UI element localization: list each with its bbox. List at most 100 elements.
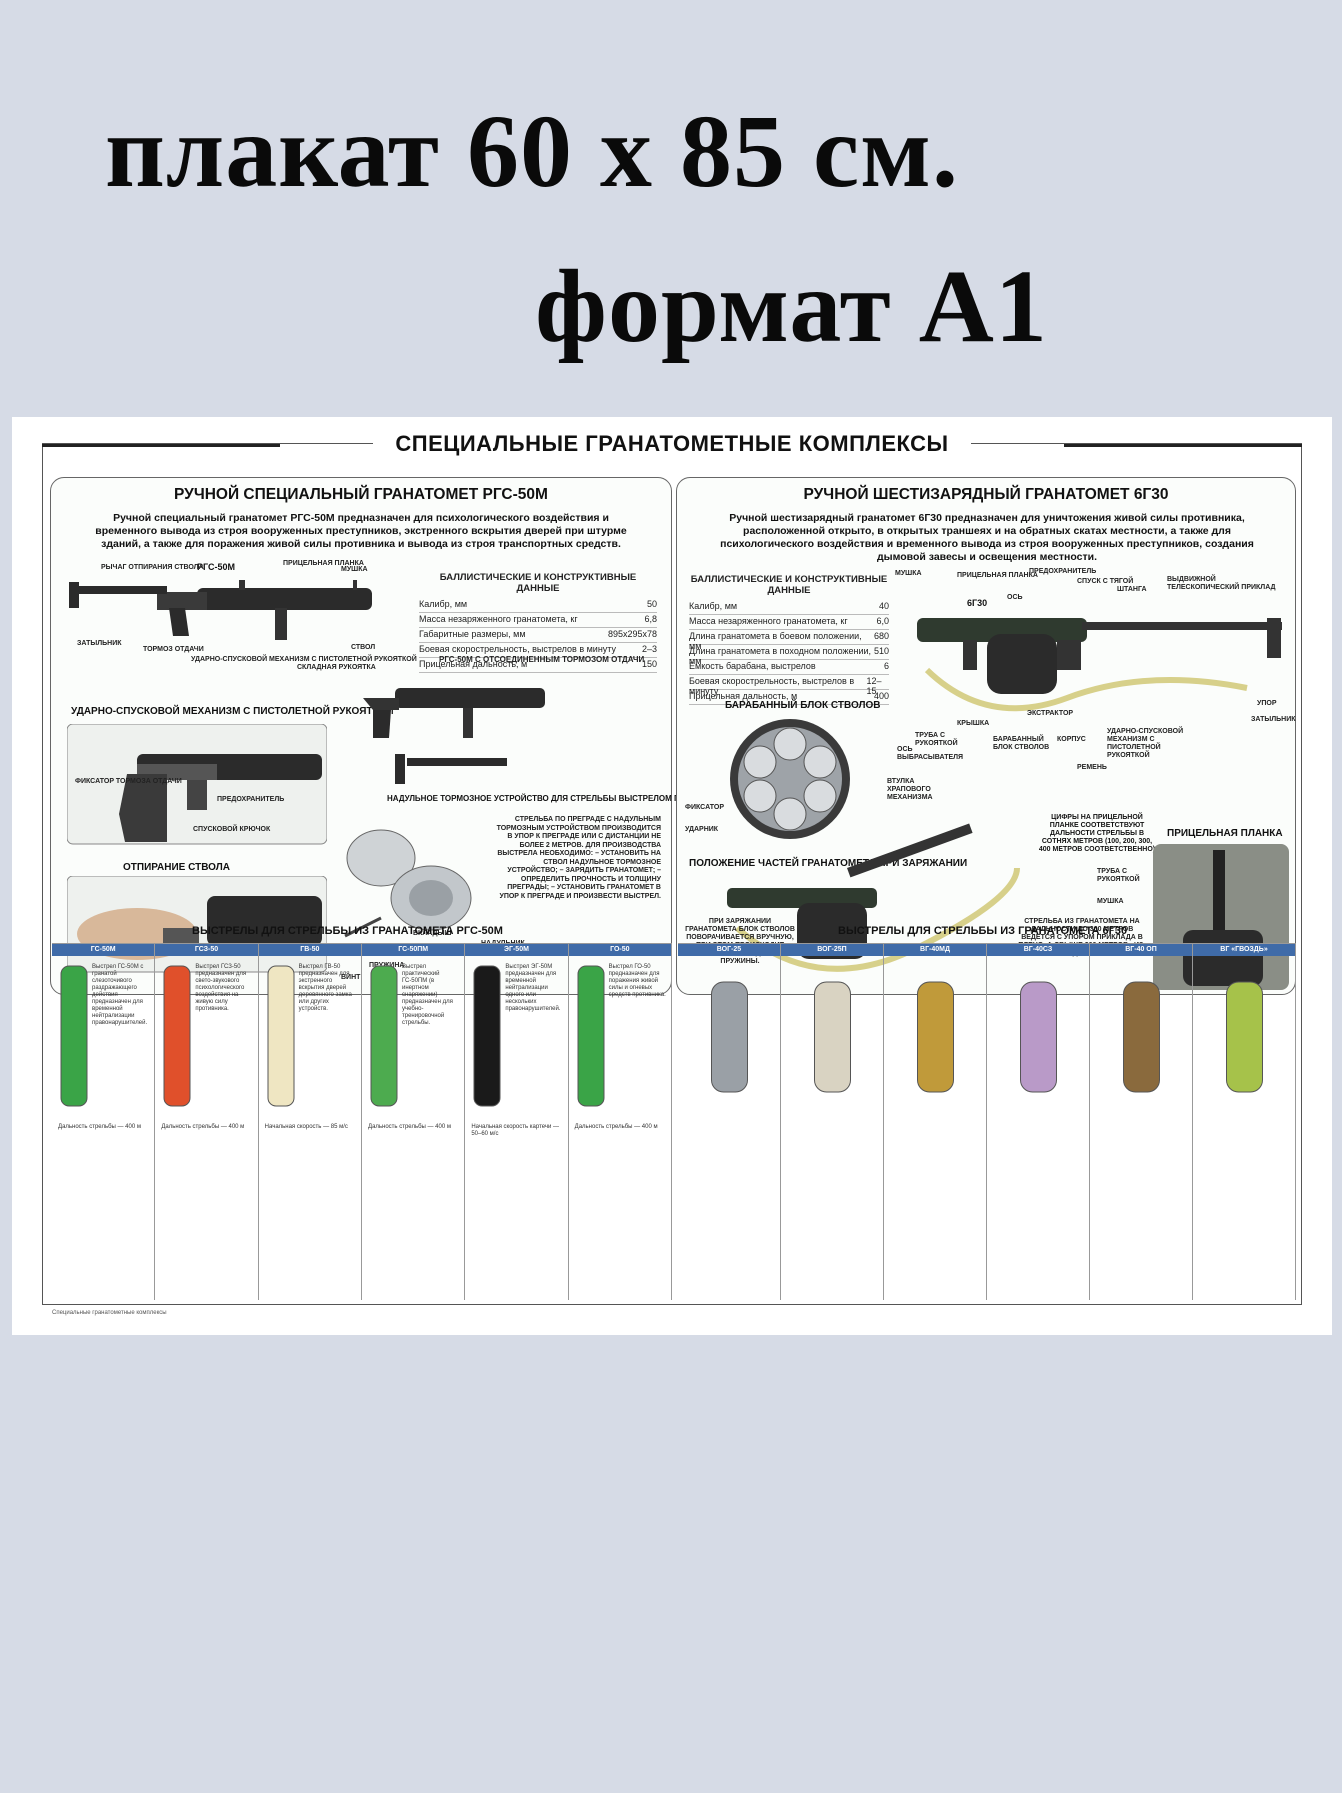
shot-name: ГВ-50	[258, 944, 361, 956]
shot-illustration	[577, 965, 605, 1107]
shot-shell	[1020, 981, 1057, 1093]
label-muzzle-6g30: МУШКА	[895, 570, 922, 577]
label-brake: ТОРМОЗ ОТДАЧИ	[143, 646, 204, 653]
shot-illustration	[711, 981, 748, 1093]
sub-sight-bar: ПРИЦЕЛЬНАЯ ПЛАНКА	[1167, 828, 1283, 839]
spec-row: Длина гранатомета в походном положении, …	[689, 645, 889, 666]
spec-key: Масса незаряженного гранатомета, кг	[689, 616, 848, 626]
shot-description: Выстрел ЭГ-50М предназначен для временно…	[505, 964, 561, 1012]
spec-value: 50	[646, 599, 657, 609]
label-stock: ВЫДВИЖНОЙ ТЕЛЕСКОПИЧЕСКИЙ ПРИКЛАД	[1167, 576, 1276, 591]
spec-value: 40	[878, 601, 889, 611]
shot-card: ВГ-40СЗ	[987, 944, 1090, 1300]
shot-shell	[1226, 981, 1263, 1093]
panel-title-6g30: РУЧНОЙ ШЕСТИЗАРЯДНЫЙ ГРАНАТОМЕТ 6Г30	[803, 486, 1169, 503]
shot-description: Выстрел ГСЗ-50 предназначен для свето-зв…	[195, 964, 247, 1012]
6g30-gun-illustration: 6Г30	[917, 598, 1282, 712]
shot-shell	[577, 965, 605, 1107]
shot-shell	[60, 965, 88, 1107]
spec-key: Емкость барабана, выстрелов	[689, 661, 816, 671]
label-muzzle: МУШКА	[341, 566, 368, 573]
panel-rgs50m: РУЧНОЙ СПЕЦИАЛЬНЫЙ ГРАНАТОМЕТ РГС-50М Ру…	[50, 477, 696, 995]
label-cover: КРЫШКА	[957, 720, 990, 727]
spec-row: Длина гранатомета в боевом положении, мм…	[689, 630, 889, 651]
spec-row: Калибр, мм 40	[689, 600, 889, 615]
shot-name: ГО-50	[568, 944, 671, 956]
spec-row: Калибр, мм 50	[419, 598, 657, 613]
shot-shell	[267, 965, 295, 1107]
drum-illustration	[730, 719, 850, 839]
shot-description: Выстрел ГВ-50 предназначен для экстренно…	[298, 964, 352, 1012]
spec-value: 6,0	[876, 616, 889, 626]
rgs50m-gun-illustration: РГС-50М	[69, 562, 372, 640]
spec-key: Прицельная дальность, м	[689, 691, 798, 701]
shot-name: ВОГ-25	[678, 944, 780, 956]
label-detached: РГС-50М С ОТСОЕДИНЕННЫМ ТОРМОЗОМ ОТДАЧИ	[439, 655, 645, 664]
label-butt-6g30: ЗАТЫЛЬНИК	[1251, 716, 1296, 723]
spec-value: 510	[873, 646, 889, 656]
shot-name: ВГ-40СЗ	[987, 944, 1089, 956]
shot-description: Выстрел ГО-50 предназначен для поражения…	[608, 964, 666, 998]
shot-illustration	[163, 965, 191, 1107]
heading-format: формат А1	[535, 249, 1048, 364]
shot-stats: Дальность стрельбы — 400 м	[574, 1124, 658, 1130]
sight-note: ЦИФРЫ НА ПРИЦЕЛЬНОЙ ПЛАНКЕ СООТВЕТСТВУЮТ…	[1038, 814, 1156, 853]
spec-value: 680	[873, 631, 889, 641]
intro-6g30: Ручной шестизарядный гранатомет 6Г30 пре…	[720, 512, 1254, 563]
label-rod: ШТАНГА	[1117, 586, 1147, 593]
spec-value: 6	[883, 661, 889, 671]
spec-key: Калибр, мм	[689, 601, 738, 611]
spec-value: 12–15	[866, 676, 882, 696]
specs-table-6g30: БАЛЛИСТИЧЕСКИЕ И КОНСТРУКТИВНЫЕ ДАННЫЕ К…	[689, 574, 889, 705]
spec-value: 6,8	[644, 614, 657, 624]
label-extractor: ЭКСТРАКТОР	[1027, 710, 1074, 717]
spec-row: Масса незаряженного гранатомета, кг 6,0	[689, 615, 889, 630]
label-hook: СПУСКОВОЙ КРЮЧОК	[193, 826, 271, 833]
label-tube-sight: ТРУБА С РУКОЯТКОЙ	[1097, 868, 1140, 883]
sub-drum: БАРАБАННЫЙ БЛОК СТВОЛОВ	[725, 700, 881, 711]
muzzle-instructions: СТРЕЛЬБА ПО ПРЕГРАДЕ С НАДУЛЬНЫМ ТОРМОЗН…	[496, 816, 661, 900]
poster: СПЕЦИАЛЬНЫЕ ГРАНАТОМЕТНЫЕ КОМПЛЕКСЫ РУЧН…	[12, 417, 1332, 1335]
shot-shell	[814, 981, 851, 1093]
shot-stats: Начальная скорость картечи — 50–60 м/с	[471, 1124, 560, 1137]
shot-name: ГС-50ПМ	[362, 944, 465, 956]
trigger-mechanism-illustration	[67, 724, 327, 845]
heading-size: плакат 60 х 85 см.	[105, 94, 960, 209]
poster-title: СПЕЦИАЛЬНЫЕ ГРАНАТОМЕТНЫЕ КОМПЛЕКСЫ	[12, 431, 1332, 457]
label-drum: БАРАБАННЫЙ БЛОК СТВОЛОВ	[993, 736, 1050, 751]
specs-title-rgs50m: БАЛЛИСТИЧЕСКИЕ И КОНСТРУКТИВНЫЕ ДАННЫЕ	[439, 572, 637, 594]
shot-description: Выстрел практический ГС-50ПМ (в инертном…	[402, 964, 453, 1026]
shot-name: ГСЗ-50	[155, 944, 258, 956]
shot-name: ВГ «ГВОЗДЬ»	[1193, 944, 1295, 956]
shot-description: Выстрел ГС-50М с гранатой слезоточивого …	[92, 964, 148, 1026]
label-axis: ОСЬ	[1007, 594, 1023, 601]
shot-illustration	[370, 965, 398, 1107]
shot-shell	[711, 981, 748, 1093]
shot-illustration	[917, 981, 954, 1093]
spec-value: 2–3	[641, 644, 657, 654]
label-safety-left: ПРЕДОХРАНИТЕЛЬ	[217, 796, 285, 803]
intro-rgs50m: Ручной специальный гранатомет РГС-50М пр…	[95, 512, 627, 550]
gun-name-6g30: 6Г30	[967, 598, 987, 608]
spec-value: 150	[641, 659, 657, 669]
sub-loading: ПОЛОЖЕНИЕ ЧАСТЕЙ ГРАНАТОМЕТА ПРИ ЗАРЯЖАН…	[689, 858, 968, 869]
shot-illustration	[1123, 981, 1160, 1093]
spec-key: Калибр, мм	[419, 599, 468, 609]
sub-unlock: ОТПИРАНИЕ СТВОЛА	[123, 862, 230, 873]
shot-name: ЭГ-50М	[465, 944, 568, 956]
label-muzzle-sight: МУШКА	[1097, 898, 1124, 905]
shot-card: ВОГ-25П	[781, 944, 884, 1300]
spec-key: Масса незаряженного гранатомета, кг	[419, 614, 578, 624]
shots-title-rgs50m: ВЫСТРЕЛЫ ДЛЯ СТРЕЛЬБЫ ИЗ ГРАНАТОМЕТА РГС…	[192, 925, 503, 937]
spec-value: 400	[873, 691, 889, 701]
specs-table-rgs50m: БАЛЛИСТИЧЕСКИЕ И КОНСТРУКТИВНЫЕ ДАННЫЕ К…	[419, 572, 657, 673]
spec-row: Боевая скорострельность, выстрелов в мин…	[419, 643, 657, 658]
spec-row: Емкость барабана, выстрелов 6	[689, 660, 889, 675]
spec-key: Длина гранатомета в походном положении, …	[689, 646, 872, 666]
label-butt: ЗАТЫЛЬНИК	[77, 640, 122, 647]
shot-illustration	[473, 965, 501, 1107]
